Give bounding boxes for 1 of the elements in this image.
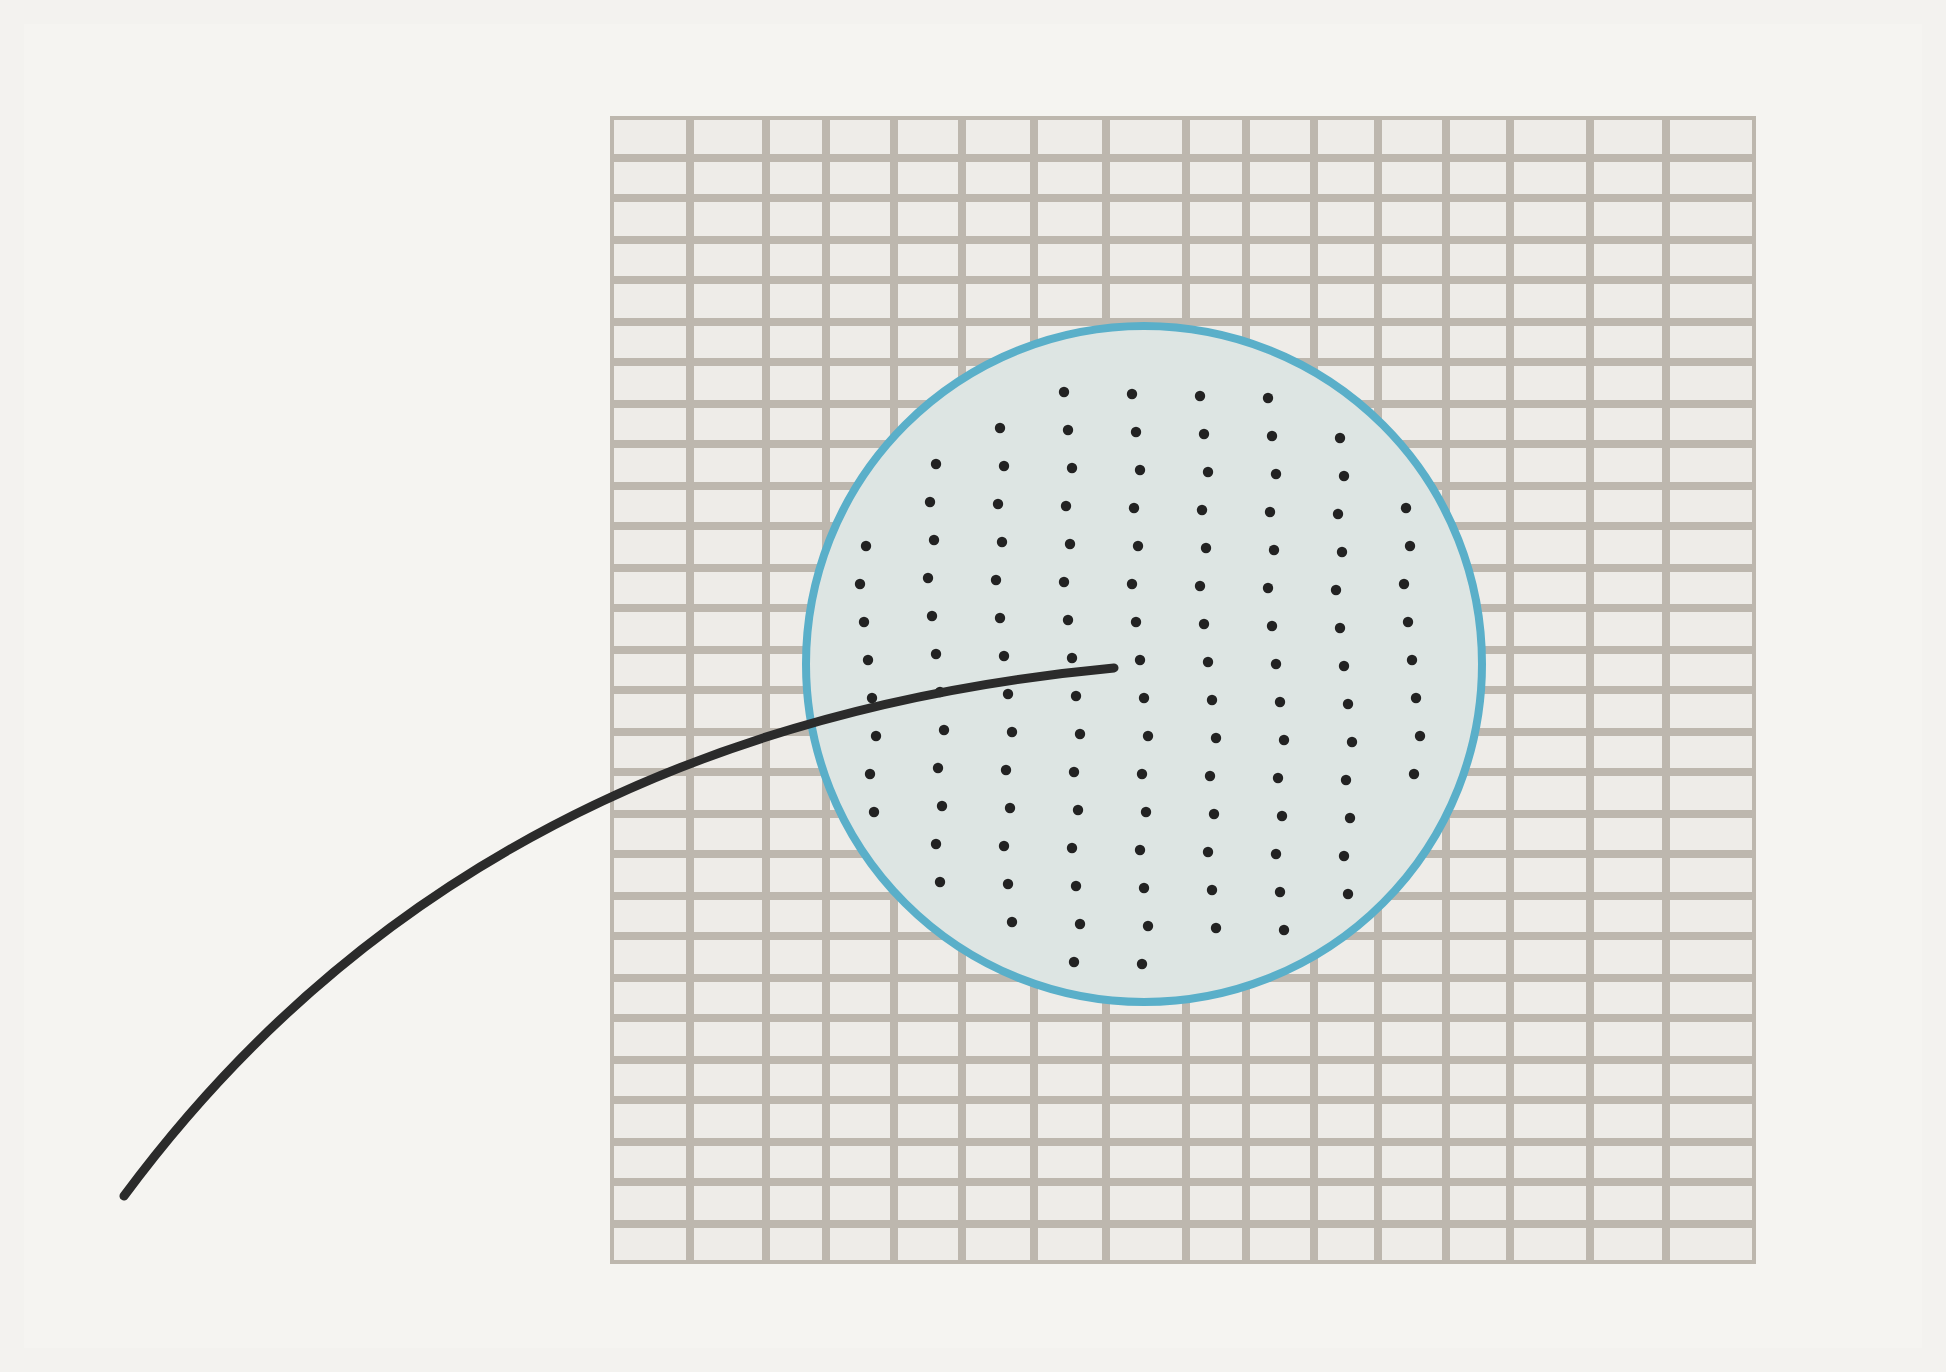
- curved-line: [119, 663, 1119, 1201]
